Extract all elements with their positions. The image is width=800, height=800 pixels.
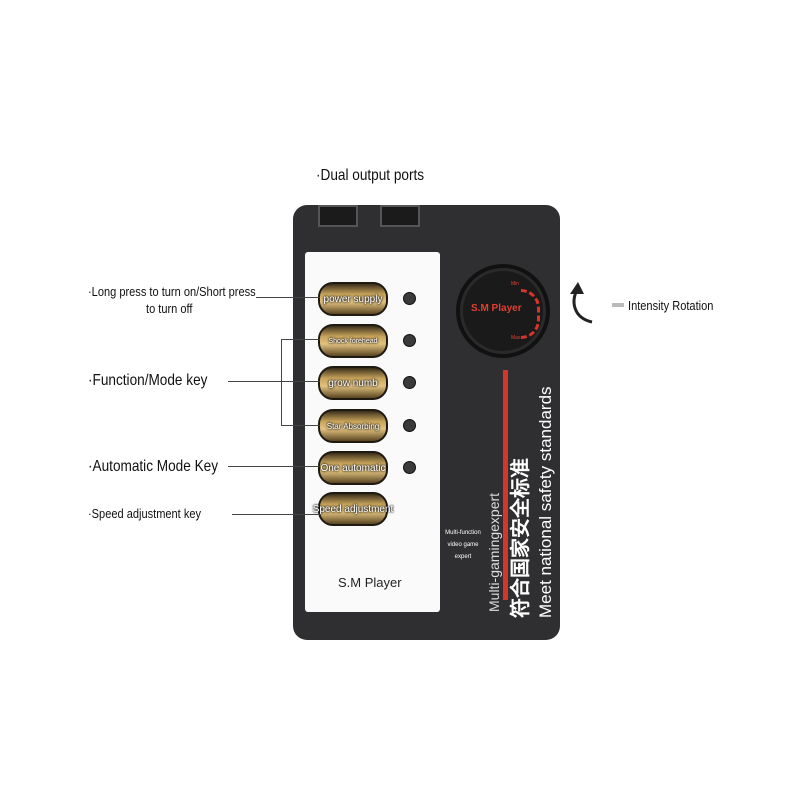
label-dual-output-ports: ·Dual output ports xyxy=(316,167,425,184)
bracket-line xyxy=(281,339,282,425)
intensity-dash xyxy=(612,303,624,307)
small-text-line: Multi-function xyxy=(445,530,481,536)
leader-line xyxy=(228,381,281,382)
power-supply-button[interactable]: power supply xyxy=(318,282,388,316)
knob-brand: S.M Player xyxy=(471,303,522,314)
panel-brand: S.M Player xyxy=(338,575,402,590)
indicator-light xyxy=(403,292,416,305)
leader-line xyxy=(281,381,320,382)
intensity-scale xyxy=(521,289,540,339)
small-text: Multi-function video game expert xyxy=(444,527,482,563)
one-automatic-button[interactable]: One automatic xyxy=(318,451,388,485)
leader-line xyxy=(256,297,320,298)
knob-max: Max xyxy=(511,335,521,341)
red-stripe xyxy=(503,370,508,600)
output-port-1 xyxy=(318,205,358,227)
output-port-2 xyxy=(380,205,420,227)
indicator-light xyxy=(403,461,416,474)
grow-numb-button[interactable]: grow numb xyxy=(318,366,388,400)
vertical-text-safety: Meet national safety standards xyxy=(536,386,555,618)
intensity-knob[interactable]: S.M Player Min Max xyxy=(460,268,546,354)
vertical-text-gaming: Multi-gamingexpert xyxy=(486,492,502,612)
indicator-light xyxy=(403,334,416,347)
indicator-light xyxy=(403,419,416,432)
small-text-line: expert xyxy=(454,554,472,560)
label-function-mode-key: ·Function/Mode key xyxy=(88,372,208,389)
vertical-text-chinese: 符合国家安全标准 xyxy=(510,458,532,618)
leader-line xyxy=(232,514,320,515)
leader-line xyxy=(228,466,320,467)
label-automatic-mode-key: ·Automatic Mode Key xyxy=(88,458,219,475)
label-speed-adjustment-key: ·Speed adjustment key xyxy=(88,506,202,521)
label-intensity-rotation: Intensity Rotation xyxy=(628,298,714,313)
speed-adjustment-button[interactable]: Speed adjustment xyxy=(313,492,393,526)
leader-line xyxy=(281,339,320,340)
small-text-line: video game xyxy=(447,542,479,548)
knob-min: Min xyxy=(511,281,520,287)
rotation-arrow-icon xyxy=(570,282,593,324)
indicator-light xyxy=(403,376,416,389)
shock-forehead-button[interactable]: Shock forehead xyxy=(318,324,388,358)
leader-line xyxy=(281,425,320,426)
star-absorbing-button[interactable]: Star Absorbing xyxy=(318,409,388,443)
label-power-line1: ·Long press to turn on/Short press xyxy=(88,284,256,299)
label-power-line2: to turn off xyxy=(146,301,193,316)
